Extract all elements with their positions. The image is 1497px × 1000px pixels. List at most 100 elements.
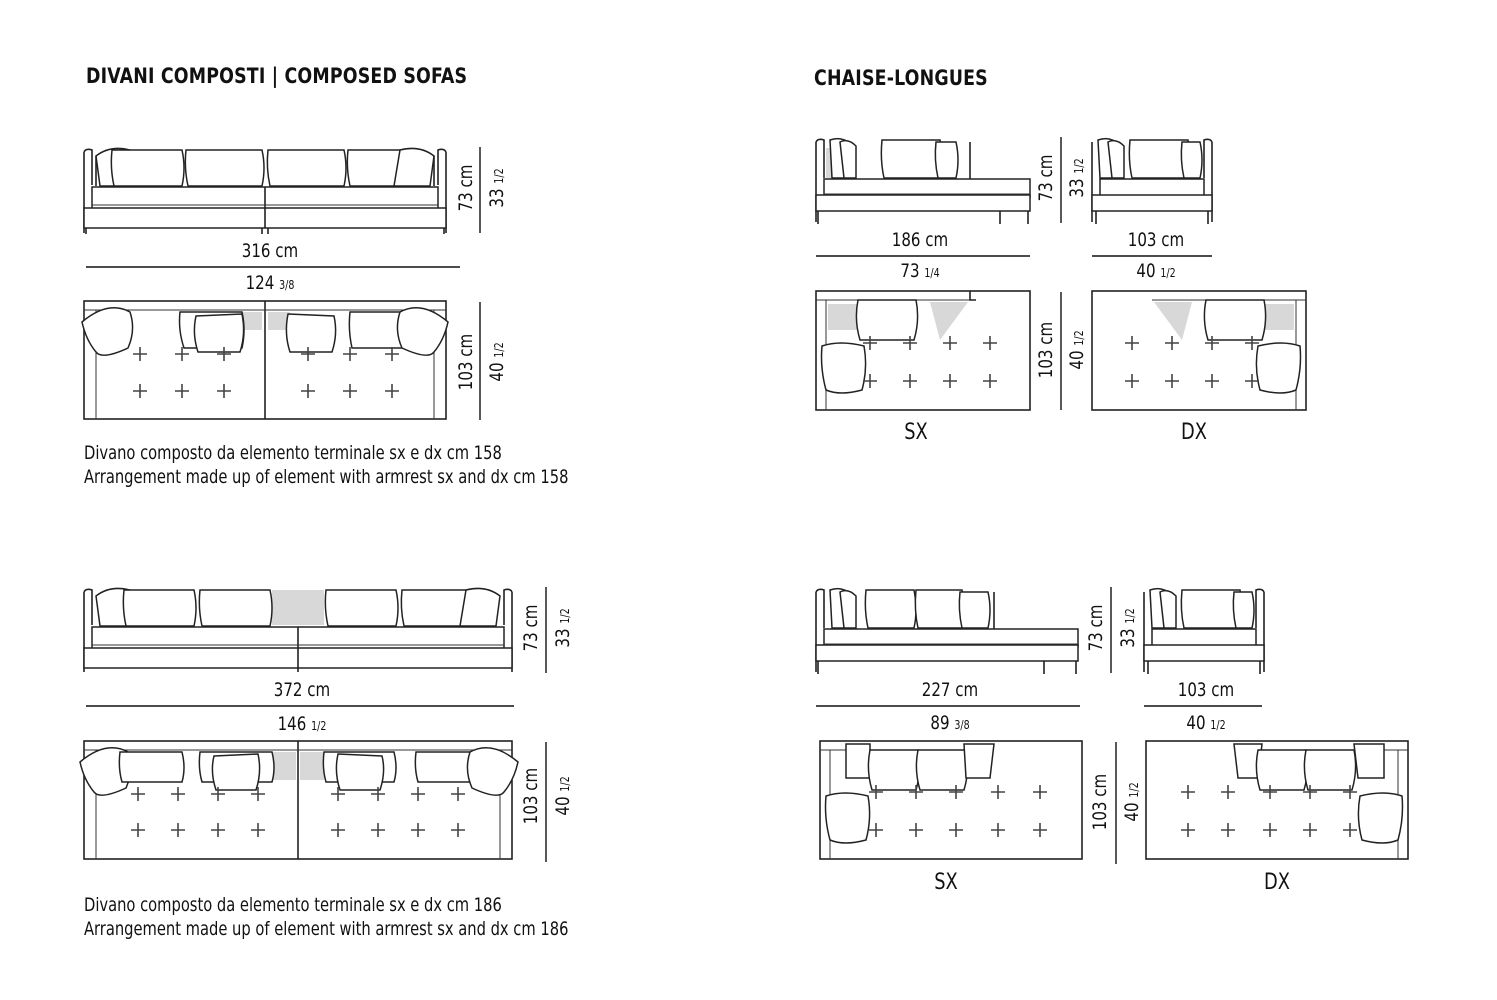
tufting-mark (949, 823, 963, 837)
chaise-longues-title: CHAISE-LONGUES (814, 66, 988, 90)
chaise2-height-label: 73 cm (1085, 604, 1107, 652)
chaise1-sx-plan-view (815, 290, 1031, 411)
tufting-mark (949, 785, 963, 799)
sofa1-height-inch-label: 33 1/2 (486, 168, 508, 208)
tufting-mark (131, 787, 145, 801)
chaise2-width-label: 227 cm (921, 679, 979, 701)
sofa1-width-inch-label: 124 3/8 (245, 272, 295, 294)
tufting-mark (983, 336, 997, 350)
chaise1-side-width-inch-label: 40 1/2 (1136, 260, 1176, 282)
sofa2-caption-en: Arrangement made up of element with armr… (84, 918, 569, 940)
tufting-mark (171, 787, 185, 801)
tufting-mark (863, 374, 877, 388)
sofa1-height-label: 73 cm (455, 164, 477, 212)
sofa2-width-label: 372 cm (273, 679, 331, 701)
tufting-mark (385, 347, 399, 361)
chaise1-dx-front-view (1091, 137, 1213, 224)
sofa2-caption-it: Divano composto da elemento terminale sx… (84, 894, 502, 916)
tufting-mark (943, 374, 957, 388)
chaise1-sx-label: SX (904, 420, 928, 445)
tufting-mark (1221, 785, 1235, 799)
chaise2-width-inch-label: 89 3/8 (930, 712, 970, 734)
tufting-mark (331, 823, 345, 837)
tufting-mark (1343, 823, 1357, 837)
chaise1-width-label: 186 cm (891, 229, 949, 251)
tufting-mark (1343, 785, 1357, 799)
sofa2-caption: Divano composto da elemento terminale sx… (84, 893, 568, 941)
tufting-mark (1221, 823, 1235, 837)
tufting-mark (903, 374, 917, 388)
chaise1-depth-inch-label: 40 1/2 (1066, 330, 1088, 370)
tufting-mark (251, 823, 265, 837)
tufting-mark (217, 347, 231, 361)
tufting-mark (211, 787, 225, 801)
tufting-mark (1245, 336, 1259, 350)
tufting-mark (909, 823, 923, 837)
tufting-mark (411, 787, 425, 801)
chaise2-depth-label: 103 cm (1089, 773, 1111, 831)
tufting-mark (1245, 374, 1259, 388)
chaise1-side-width-label: 103 cm (1127, 229, 1185, 251)
chaise1-dx-plan-view (1091, 290, 1307, 411)
tufting-mark (983, 374, 997, 388)
chaise1-height-inch-label: 33 1/2 (1066, 158, 1088, 198)
sofa1-caption-it: Divano composto da elemento terminale sx… (84, 442, 502, 464)
sofa2-depth-inch-label: 40 1/2 (552, 776, 574, 816)
chaise2-depth-inch-label: 40 1/2 (1121, 782, 1143, 822)
chaise2-buttons (869, 785, 1357, 837)
tufting-mark (133, 347, 147, 361)
chaise1-dx-label: DX (1181, 420, 1207, 445)
sofa2-plan-view (79, 740, 519, 860)
tufting-mark (175, 384, 189, 398)
chaise2-sx-plan-view (819, 740, 1083, 860)
chaise1-width-inch-label: 73 1/4 (900, 260, 940, 282)
chaise2-dx-label: DX (1264, 870, 1290, 895)
tufting-mark (371, 787, 385, 801)
tufting-mark (863, 336, 877, 350)
chaise2-side-width-inch-label: 40 1/2 (1186, 712, 1226, 734)
tufting-mark (909, 785, 923, 799)
tufting-mark (1303, 823, 1317, 837)
sofa2-height-label: 73 cm (520, 604, 542, 652)
sofa2-depth-label: 103 cm (520, 767, 542, 825)
tufting-mark (301, 347, 315, 361)
tufting-mark (1165, 374, 1179, 388)
sofa1-front-view (83, 147, 447, 234)
tufting-mark (217, 384, 231, 398)
chaise1-depth-label: 103 cm (1035, 321, 1057, 379)
tufting-mark (1165, 336, 1179, 350)
tufting-mark (1181, 823, 1195, 837)
tufting-mark (943, 336, 957, 350)
sofa2-width-inch-label: 146 1/2 (277, 713, 327, 735)
tufting-mark (451, 787, 465, 801)
sofa1-plan-view (81, 300, 449, 420)
chaise2-height-inch-label: 33 1/2 (1117, 608, 1139, 648)
tufting-mark (451, 823, 465, 837)
tufting-mark (1033, 785, 1047, 799)
tufting-mark (991, 823, 1005, 837)
chaise2-dx-plan-view (1145, 740, 1409, 860)
tufting-mark (301, 384, 315, 398)
tufting-mark (869, 823, 883, 837)
sofa1-depth-label: 103 cm (455, 333, 477, 391)
tufting-mark (991, 785, 1005, 799)
tufting-mark (1303, 785, 1317, 799)
tufting-mark (1125, 374, 1139, 388)
sofa1-caption-en: Arrangement made up of element with armr… (84, 466, 569, 488)
tufting-mark (175, 347, 189, 361)
tufting-mark (171, 823, 185, 837)
tufting-mark (1263, 785, 1277, 799)
sofa2-front-view (83, 587, 513, 672)
tufting-mark (1181, 785, 1195, 799)
tufting-mark (1263, 823, 1277, 837)
sofa1-width-label: 316 cm (241, 240, 299, 262)
tufting-mark (371, 823, 385, 837)
tufting-mark (343, 347, 357, 361)
chaise1-sx-front-view (815, 137, 1031, 224)
sofa1-depth-inch-label: 40 1/2 (486, 342, 508, 382)
tufting-mark (1205, 336, 1219, 350)
chaise2-sx-front-view (815, 587, 1079, 674)
sofa1-caption: Divano composto da elemento terminale sx… (84, 441, 568, 489)
tufting-mark (1033, 823, 1047, 837)
